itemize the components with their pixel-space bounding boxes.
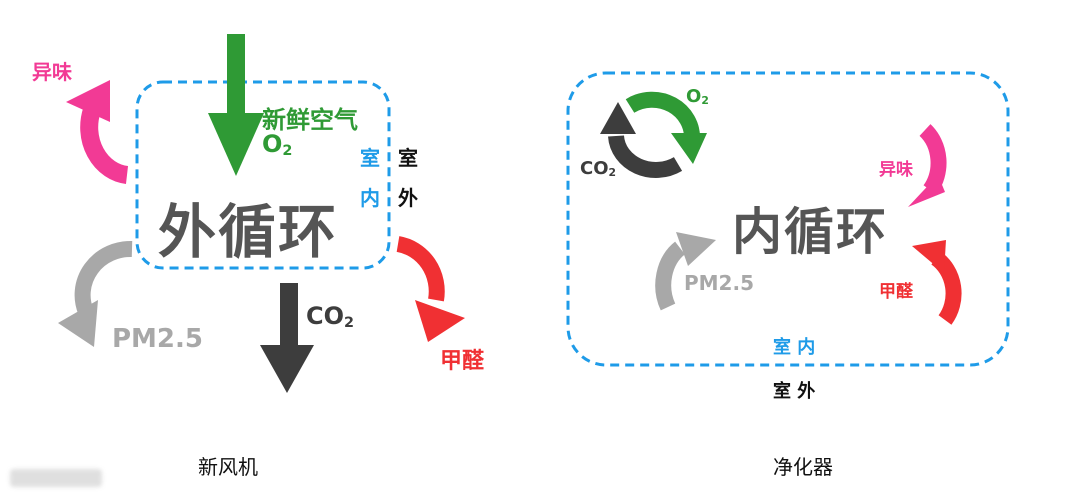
odor-label-left: 异味 bbox=[32, 60, 72, 84]
o2-label-right: O2 bbox=[686, 86, 709, 107]
fresh-air-arrow-icon bbox=[208, 34, 264, 176]
o2-subscript: 2 bbox=[282, 142, 293, 159]
fresh-air-label: 新鲜空气 bbox=[262, 106, 358, 134]
pm25-out-arrow-icon bbox=[58, 241, 133, 347]
outer-circulation-title: 外循环 bbox=[158, 198, 339, 266]
indoor-boundary-left bbox=[135, 80, 391, 270]
co2-exhaust-arrow-icon bbox=[260, 283, 314, 393]
pm25-label-left: PM2.5 bbox=[112, 324, 203, 354]
formaldehyde-label-right: 甲醛 bbox=[879, 282, 913, 302]
odor-label-right: 异味 bbox=[879, 160, 913, 180]
formaldehyde-in-arrow-icon bbox=[912, 240, 962, 325]
indoor-label-1: 室 bbox=[360, 146, 380, 170]
o2-text: O bbox=[262, 130, 283, 158]
co2-cycle-arrow-icon bbox=[600, 102, 683, 178]
outdoor-label-2: 外 bbox=[398, 186, 418, 210]
o2-subscript: 2 bbox=[701, 94, 709, 108]
outdoor-label-right: 室 外 bbox=[773, 381, 816, 402]
co2-label-left: CO2 bbox=[306, 302, 354, 331]
odor-out-arrow-icon bbox=[66, 80, 129, 184]
o2-text: O bbox=[686, 86, 702, 107]
outdoor-label-1: 室 bbox=[398, 146, 418, 170]
co2-label-right: CO2 bbox=[580, 158, 616, 179]
pm25-in-arrow-icon bbox=[655, 232, 716, 311]
pm25-label-right: PM2.5 bbox=[684, 271, 754, 295]
indoor-boundary-right bbox=[566, 71, 1010, 367]
o2-cycle-arrow-icon bbox=[625, 91, 707, 164]
co2-text: CO bbox=[306, 302, 345, 330]
co2-subscript: 2 bbox=[344, 314, 355, 331]
caption-fresh-air-system: 新风机 bbox=[198, 455, 258, 479]
co2-text: CO bbox=[580, 158, 609, 179]
odor-in-arrow-icon bbox=[908, 124, 947, 207]
formaldehyde-label-left: 甲醛 bbox=[440, 349, 485, 374]
o2-label-left: O2 bbox=[262, 130, 292, 159]
indoor-label-2: 内 bbox=[360, 186, 380, 210]
inner-circulation-title: 内循环 bbox=[732, 203, 888, 261]
formaldehyde-out-arrow-icon bbox=[396, 236, 465, 342]
co2-subscript: 2 bbox=[608, 166, 617, 180]
caption-air-purifier: 净化器 bbox=[773, 455, 833, 479]
watermark bbox=[10, 469, 102, 487]
indoor-label-right: 室 内 bbox=[773, 337, 816, 358]
